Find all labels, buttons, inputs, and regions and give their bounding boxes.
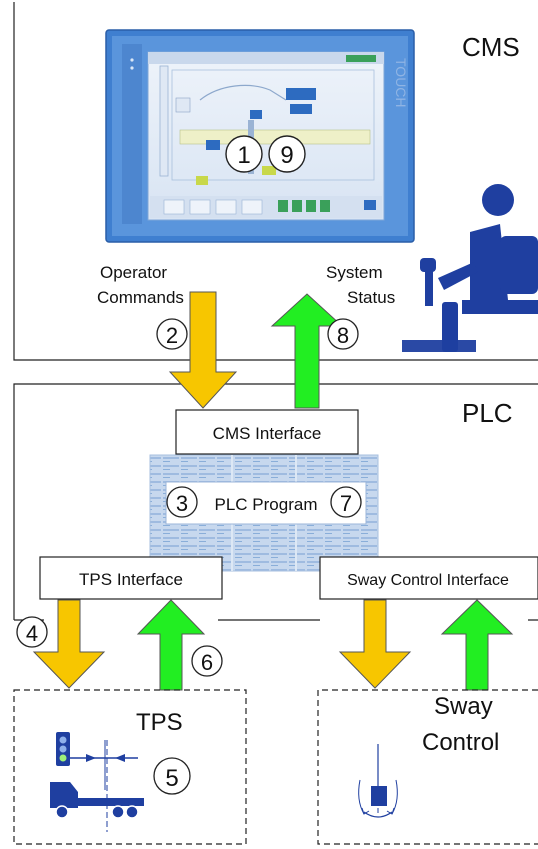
step-badge-7 — [330, 486, 362, 518]
tps-region-border — [13, 689, 247, 845]
tps-interface-label: TPS Interface — [79, 570, 183, 589]
cms-section: CMS — [13, 2, 538, 361]
step-badges: 2 8 4 6 — [16, 318, 359, 677]
cms-interface-label: CMS Interface — [213, 424, 322, 443]
plc-program-label: PLC Program — [215, 495, 318, 514]
sway-interface-box — [319, 556, 538, 600]
tps-interface-box — [39, 556, 223, 600]
sway-title-line1: Sway — [434, 693, 493, 720]
operator-commands-line2: Commands — [97, 288, 184, 307]
step-badge-2 — [156, 318, 188, 350]
step-badge-9 — [268, 135, 306, 173]
cms-title: CMS — [462, 32, 520, 62]
step-8-label: 8 — [337, 323, 349, 348]
step-badge-1 — [225, 135, 263, 173]
sway-region-border — [317, 689, 538, 845]
step-badge-4 — [16, 616, 48, 648]
system-status-line2: Status — [347, 288, 395, 307]
operator-at-joystick-icon — [402, 184, 538, 352]
sway-control-section: Sway Control — [317, 689, 538, 845]
sway-interface-label: Sway Control Interface — [347, 572, 509, 589]
cms-region-border — [13, 2, 538, 361]
status-arrow-plc-to-cms — [270, 293, 344, 409]
step-badge-6 — [191, 645, 223, 677]
touch-panel-screen: TOUCH 1 9 — [105, 29, 415, 243]
operator-commands-line1: Operator — [100, 263, 167, 282]
hanging-load-icon — [358, 744, 398, 818]
status-arrow-tps-to-plc — [136, 599, 206, 691]
plc-region-border-left — [13, 383, 538, 620]
step-4-label: 4 — [26, 621, 38, 646]
system-status-line1: System — [326, 263, 383, 282]
status-arrow-sway-to-plc — [440, 599, 514, 691]
step-5-label: 5 — [165, 765, 178, 792]
step-1-label: 1 — [237, 142, 250, 169]
tps-section: TPS 5 — [13, 689, 247, 845]
command-arrow-plc-to-sway — [338, 599, 412, 689]
plc-title: PLC — [462, 398, 513, 428]
traffic-light-icon — [56, 732, 70, 766]
step-badge-5 — [153, 757, 191, 795]
tps-title: TPS — [136, 709, 183, 736]
sway-title-line2: Control — [422, 729, 499, 756]
touch-brand-text: TOUCH — [393, 58, 409, 108]
plc-section: PLC CMS Interface PLC Program 3 7 TPS In… — [13, 383, 538, 621]
step-9-label: 9 — [280, 142, 293, 169]
step-badge-8 — [327, 318, 359, 350]
step-7-label: 7 — [340, 491, 352, 516]
truck-icon — [50, 740, 144, 832]
step-badge-3 — [166, 486, 198, 518]
command-arrow-plc-to-tps — [32, 599, 106, 689]
step-2-label: 2 — [166, 323, 178, 348]
flow-arrows — [32, 291, 514, 691]
cms-interface-box — [175, 409, 359, 455]
command-arrow-cms-to-plc — [168, 291, 238, 409]
step-3-label: 3 — [176, 491, 188, 516]
step-6-label: 6 — [201, 650, 213, 675]
